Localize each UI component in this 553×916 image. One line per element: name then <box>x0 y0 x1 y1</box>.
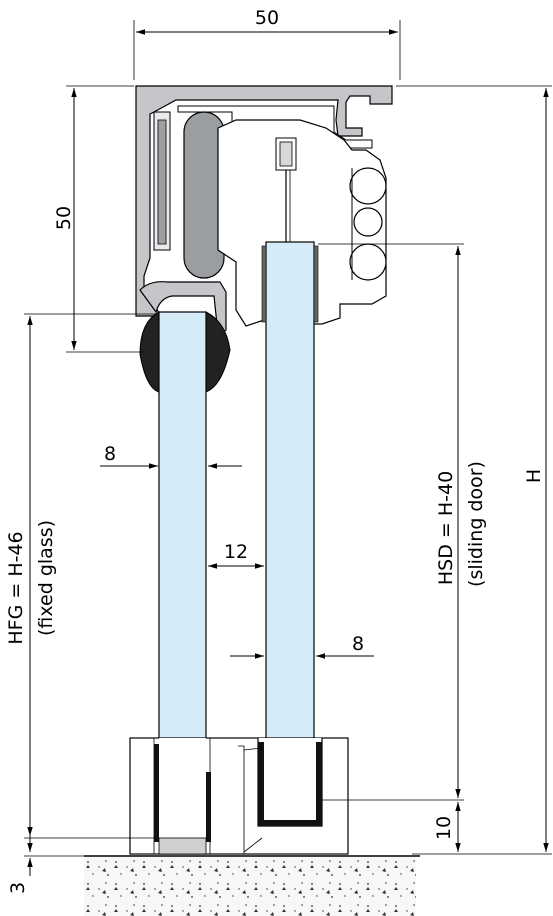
floor-offset-label: 3 <box>7 882 29 894</box>
hfg-note-label: (fixed glass) <box>35 520 57 636</box>
bottom-clearance-label: 10 <box>433 816 455 840</box>
hsd-note-label: (sliding door) <box>465 461 487 587</box>
fixed-glass-gasket <box>139 311 160 393</box>
profile-height-label: 50 <box>53 206 75 230</box>
sliding-glass-thickness-label: 8 <box>352 633 364 655</box>
fixed-glass-thickness-label: 8 <box>104 443 116 465</box>
concrete-floor <box>84 856 416 916</box>
sliding-glass-panel <box>265 241 315 803</box>
gap-label: 12 <box>224 541 248 563</box>
hfg-formula-label: HFG = H-46 <box>5 531 27 644</box>
roller-carriage <box>217 119 387 327</box>
hsd-formula-label: HSD = H-40 <box>435 471 457 585</box>
floor-channel <box>129 737 349 855</box>
total-height-label: H <box>523 469 545 483</box>
top-width-label: 50 <box>255 7 279 29</box>
